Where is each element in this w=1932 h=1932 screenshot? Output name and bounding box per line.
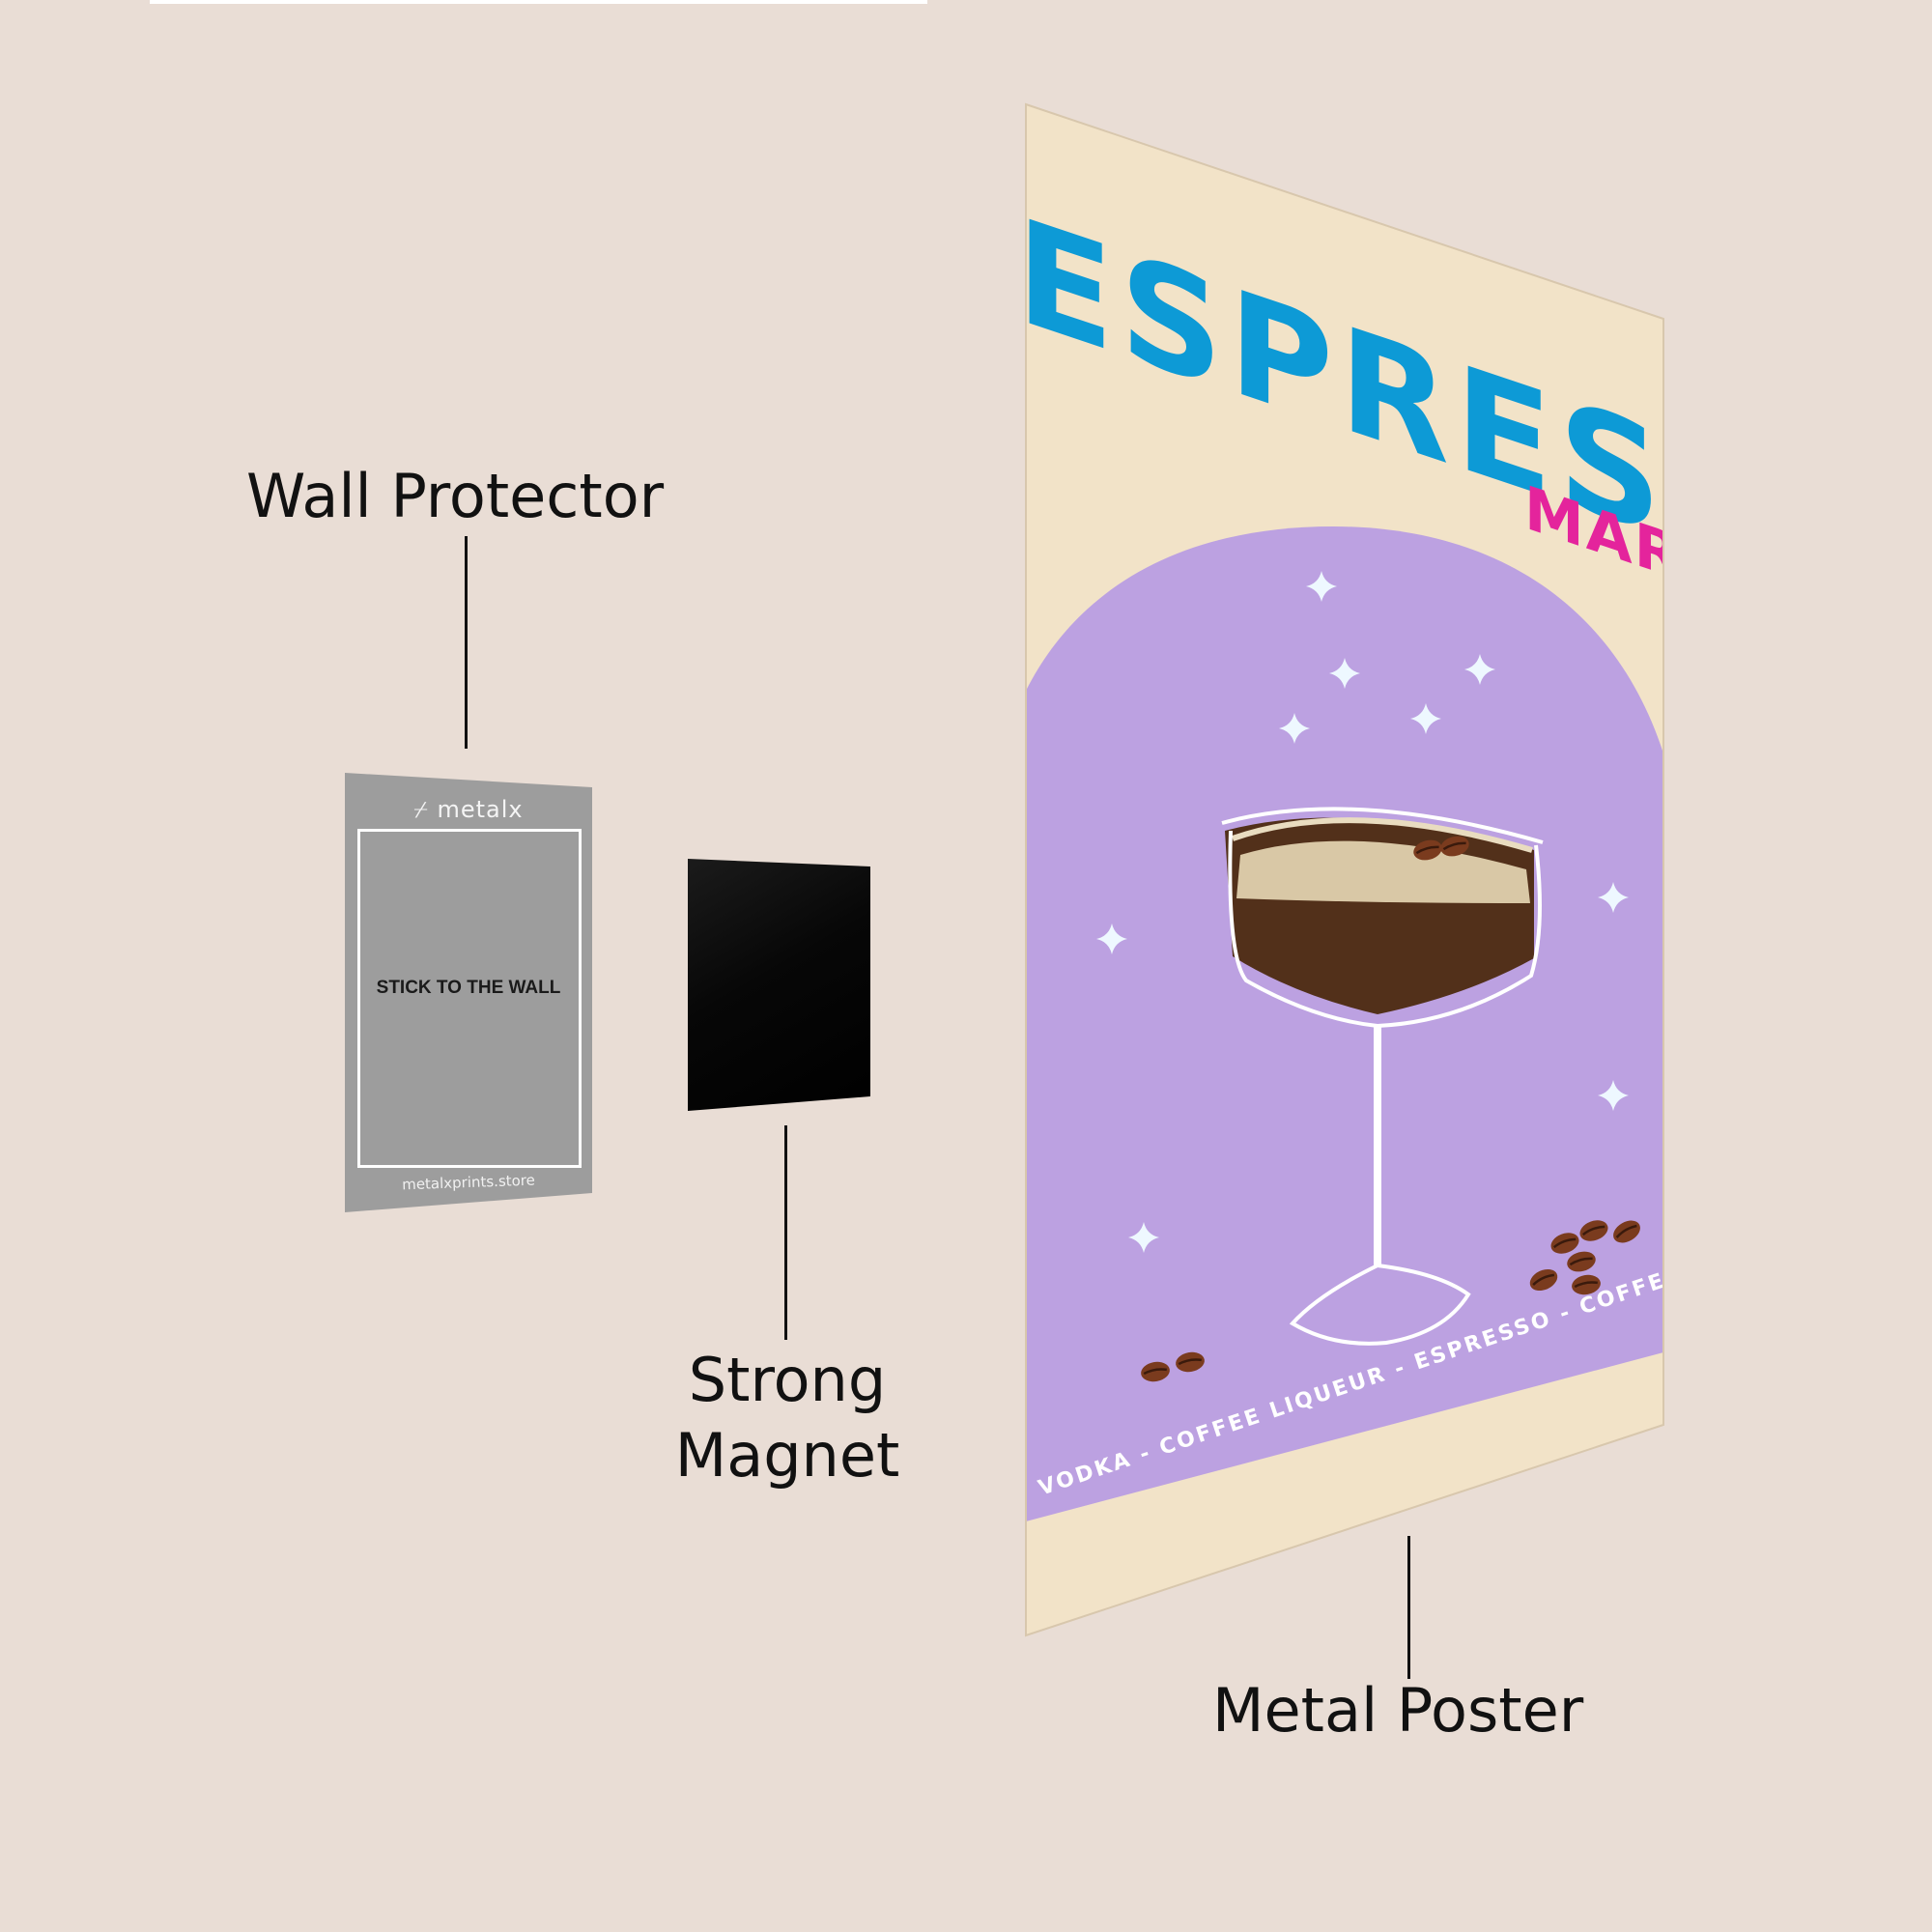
strong-magnet-label-line2: Magnet — [674, 1420, 900, 1491]
strong-magnet — [688, 859, 870, 1111]
protector-inner-border — [357, 829, 582, 1168]
strong-magnet-label: Strong Magnet — [667, 1343, 908, 1493]
wall-protector-leader-line — [465, 536, 468, 749]
poster-arch — [1026, 526, 1663, 1521]
metal-poster-leader-line — [1407, 1536, 1410, 1679]
stick-to-wall-text: STICK TO THE WALL — [376, 978, 561, 998]
metal-poster-label: Metal Poster — [1212, 1675, 1584, 1746]
metalx-logo-text: metalx — [437, 796, 524, 823]
strong-magnet-label-line1: Strong — [688, 1345, 887, 1415]
top-edge-strip — [150, 0, 927, 4]
metalx-logo-mark-icon: ⌿ — [413, 796, 438, 823]
wall-protector-card: ⌿ metalx STICK TO THE WALL metalxprints.… — [345, 773, 592, 1212]
poster-edge — [1025, 102, 1664, 1637]
wall-protector-label: Wall Protector — [246, 461, 665, 531]
strong-magnet-leader-line — [784, 1125, 787, 1340]
martini-glass-icon — [1221, 807, 1544, 1346]
metalx-logo: ⌿ metalx — [345, 796, 592, 823]
